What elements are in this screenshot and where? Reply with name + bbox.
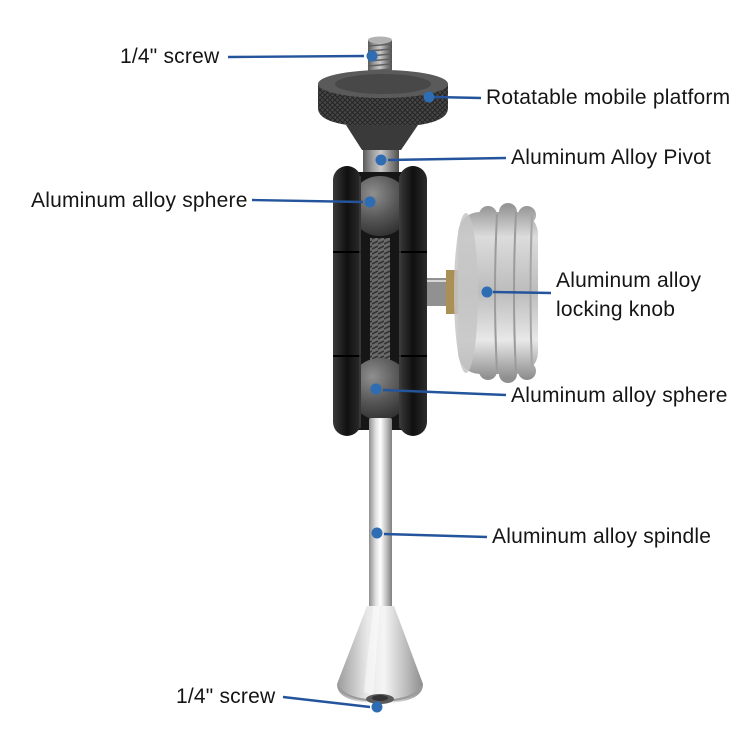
label-sphere-lower: Aluminum alloy sphere xyxy=(511,384,728,407)
callout-dot-sphere-upper xyxy=(364,196,376,208)
upper-sphere xyxy=(350,176,410,236)
label-locking-knob: Aluminum alloy locking knob xyxy=(556,269,702,322)
callout-line-platform xyxy=(433,95,482,100)
callout-dot-pivot xyxy=(375,154,387,166)
callout-line-sphere-upper xyxy=(251,198,364,204)
spindle xyxy=(369,418,392,612)
callout-line-screw-top xyxy=(227,54,365,59)
callout-line-screw-bottom xyxy=(282,695,371,709)
label-screw-bottom: 1/4" screw xyxy=(176,685,276,708)
callout-line-pivot xyxy=(387,156,507,162)
callout-dot-screw-bottom xyxy=(371,701,383,713)
adjustment-screw xyxy=(370,238,390,382)
cone-foot xyxy=(337,606,423,704)
label-spindle: Aluminum alloy spindle xyxy=(492,525,712,548)
label-sphere-upper: Aluminum alloy sphere xyxy=(31,189,248,212)
rotatable-platform xyxy=(318,70,448,150)
callout-dot-locking-knob xyxy=(481,286,493,298)
label-platform: Rotatable mobile platform xyxy=(486,86,731,109)
callout-line-sphere-lower xyxy=(382,388,507,397)
callout-dot-screw-top xyxy=(366,50,378,62)
label-screw-top: 1/4" screw xyxy=(120,45,220,68)
callout-dot-sphere-lower xyxy=(370,383,382,395)
callout-dot-spindle xyxy=(371,527,383,539)
clamp-body xyxy=(333,166,427,436)
label-pivot: Aluminum Alloy Pivot xyxy=(511,146,712,169)
callout-dot-platform xyxy=(423,91,435,103)
callout-line-spindle xyxy=(383,532,488,539)
callout-line-locking-knob xyxy=(492,290,552,295)
